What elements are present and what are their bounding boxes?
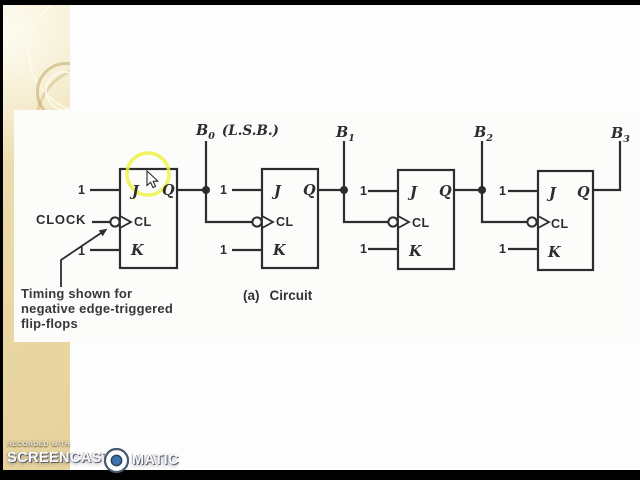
note-line-2: negative edge-triggered xyxy=(21,301,173,316)
k3-const: 1 xyxy=(360,242,367,256)
j1-const: 1 xyxy=(78,183,85,197)
ff3-cl-label: CL xyxy=(412,216,430,230)
ff4-cl-label: CL xyxy=(551,217,569,231)
j3-const: 1 xyxy=(360,184,367,198)
letterbox-bar-bottom xyxy=(0,470,640,480)
letterbox-bar-left xyxy=(0,0,3,480)
ff3-q-label: Q xyxy=(439,183,452,200)
j4-const: 1 xyxy=(499,184,506,198)
ff3-j-label: J xyxy=(410,184,417,201)
watermark-matic: MATIC xyxy=(132,452,179,468)
note-line-3: flip-flops xyxy=(21,316,78,331)
ff1-q-label: Q xyxy=(162,182,175,199)
note-line-1: Timing shown for xyxy=(21,286,133,301)
ff2-cl-label: CL xyxy=(276,215,294,229)
caption-text: Circuit xyxy=(269,288,313,303)
watermark-screencast: SCREENCAST xyxy=(7,450,111,466)
output-label-b3: B3 xyxy=(611,125,630,145)
ff1-cl-label: CL xyxy=(134,215,152,229)
figure-caption: (a) Circuit xyxy=(243,288,312,303)
ff3-k-label: K xyxy=(409,243,422,260)
ff4-q-label: Q xyxy=(577,184,590,201)
ff2-k-label: K xyxy=(273,242,286,259)
k4-const: 1 xyxy=(499,242,506,256)
output-label-b2: B2 xyxy=(474,124,493,144)
ff1-k-label: K xyxy=(131,242,144,259)
caption-index: (a) xyxy=(243,288,260,303)
k2-const: 1 xyxy=(220,243,227,257)
j2-const: 1 xyxy=(220,183,227,197)
output-label-b0: B0(L.S.B.) xyxy=(196,122,279,142)
k1-const: 1 xyxy=(78,244,85,258)
letterbox-bar-top xyxy=(0,0,640,5)
ff1-j-label: J xyxy=(132,183,139,200)
ff4-j-label: J xyxy=(549,185,556,202)
clock-label: CLOCK xyxy=(36,212,87,227)
watermark-recorded-with: RECORDED WITH xyxy=(7,441,71,448)
ff2-j-label: J xyxy=(274,183,281,200)
ff2-q-label: Q xyxy=(303,182,316,199)
output-label-b1: B1 xyxy=(336,124,355,144)
screencast-o-matic-icon xyxy=(103,447,130,474)
ff4-k-label: K xyxy=(548,244,561,261)
